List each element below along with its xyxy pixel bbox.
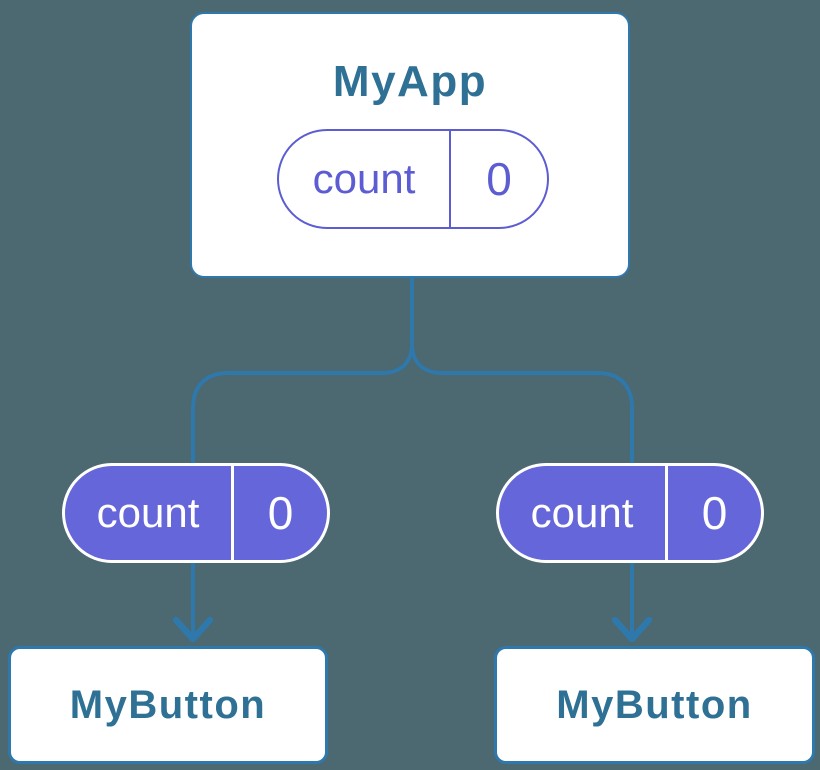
mybutton-card-left: MyButton <box>8 646 328 764</box>
connector-right-branch <box>442 371 634 634</box>
mybutton-card-right: MyButton <box>494 646 815 764</box>
mybutton-title: MyButton <box>556 682 753 727</box>
myapp-state-pill: count 0 <box>277 129 549 229</box>
prop-pill-value: 0 <box>701 487 728 539</box>
prop-pill-right: count 0 <box>496 463 764 563</box>
mybutton-title: MyButton <box>69 682 267 727</box>
state-pill-label: count <box>279 131 451 227</box>
myapp-card: MyApp count 0 <box>190 12 630 278</box>
down-arrowhead-right-icon <box>611 616 653 643</box>
prop-pill-label: count <box>499 466 668 560</box>
connector-fork-right <box>410 343 443 375</box>
myapp-title: MyApp <box>332 57 488 106</box>
connector-fork-left <box>381 343 414 375</box>
prop-pill-left: count 0 <box>62 463 330 563</box>
prop-pill-label: count <box>65 466 234 560</box>
state-pill-value: 0 <box>486 153 512 205</box>
connector-left-branch <box>191 371 382 634</box>
down-arrowhead-left-icon <box>172 616 214 643</box>
prop-pill-value: 0 <box>267 487 294 539</box>
